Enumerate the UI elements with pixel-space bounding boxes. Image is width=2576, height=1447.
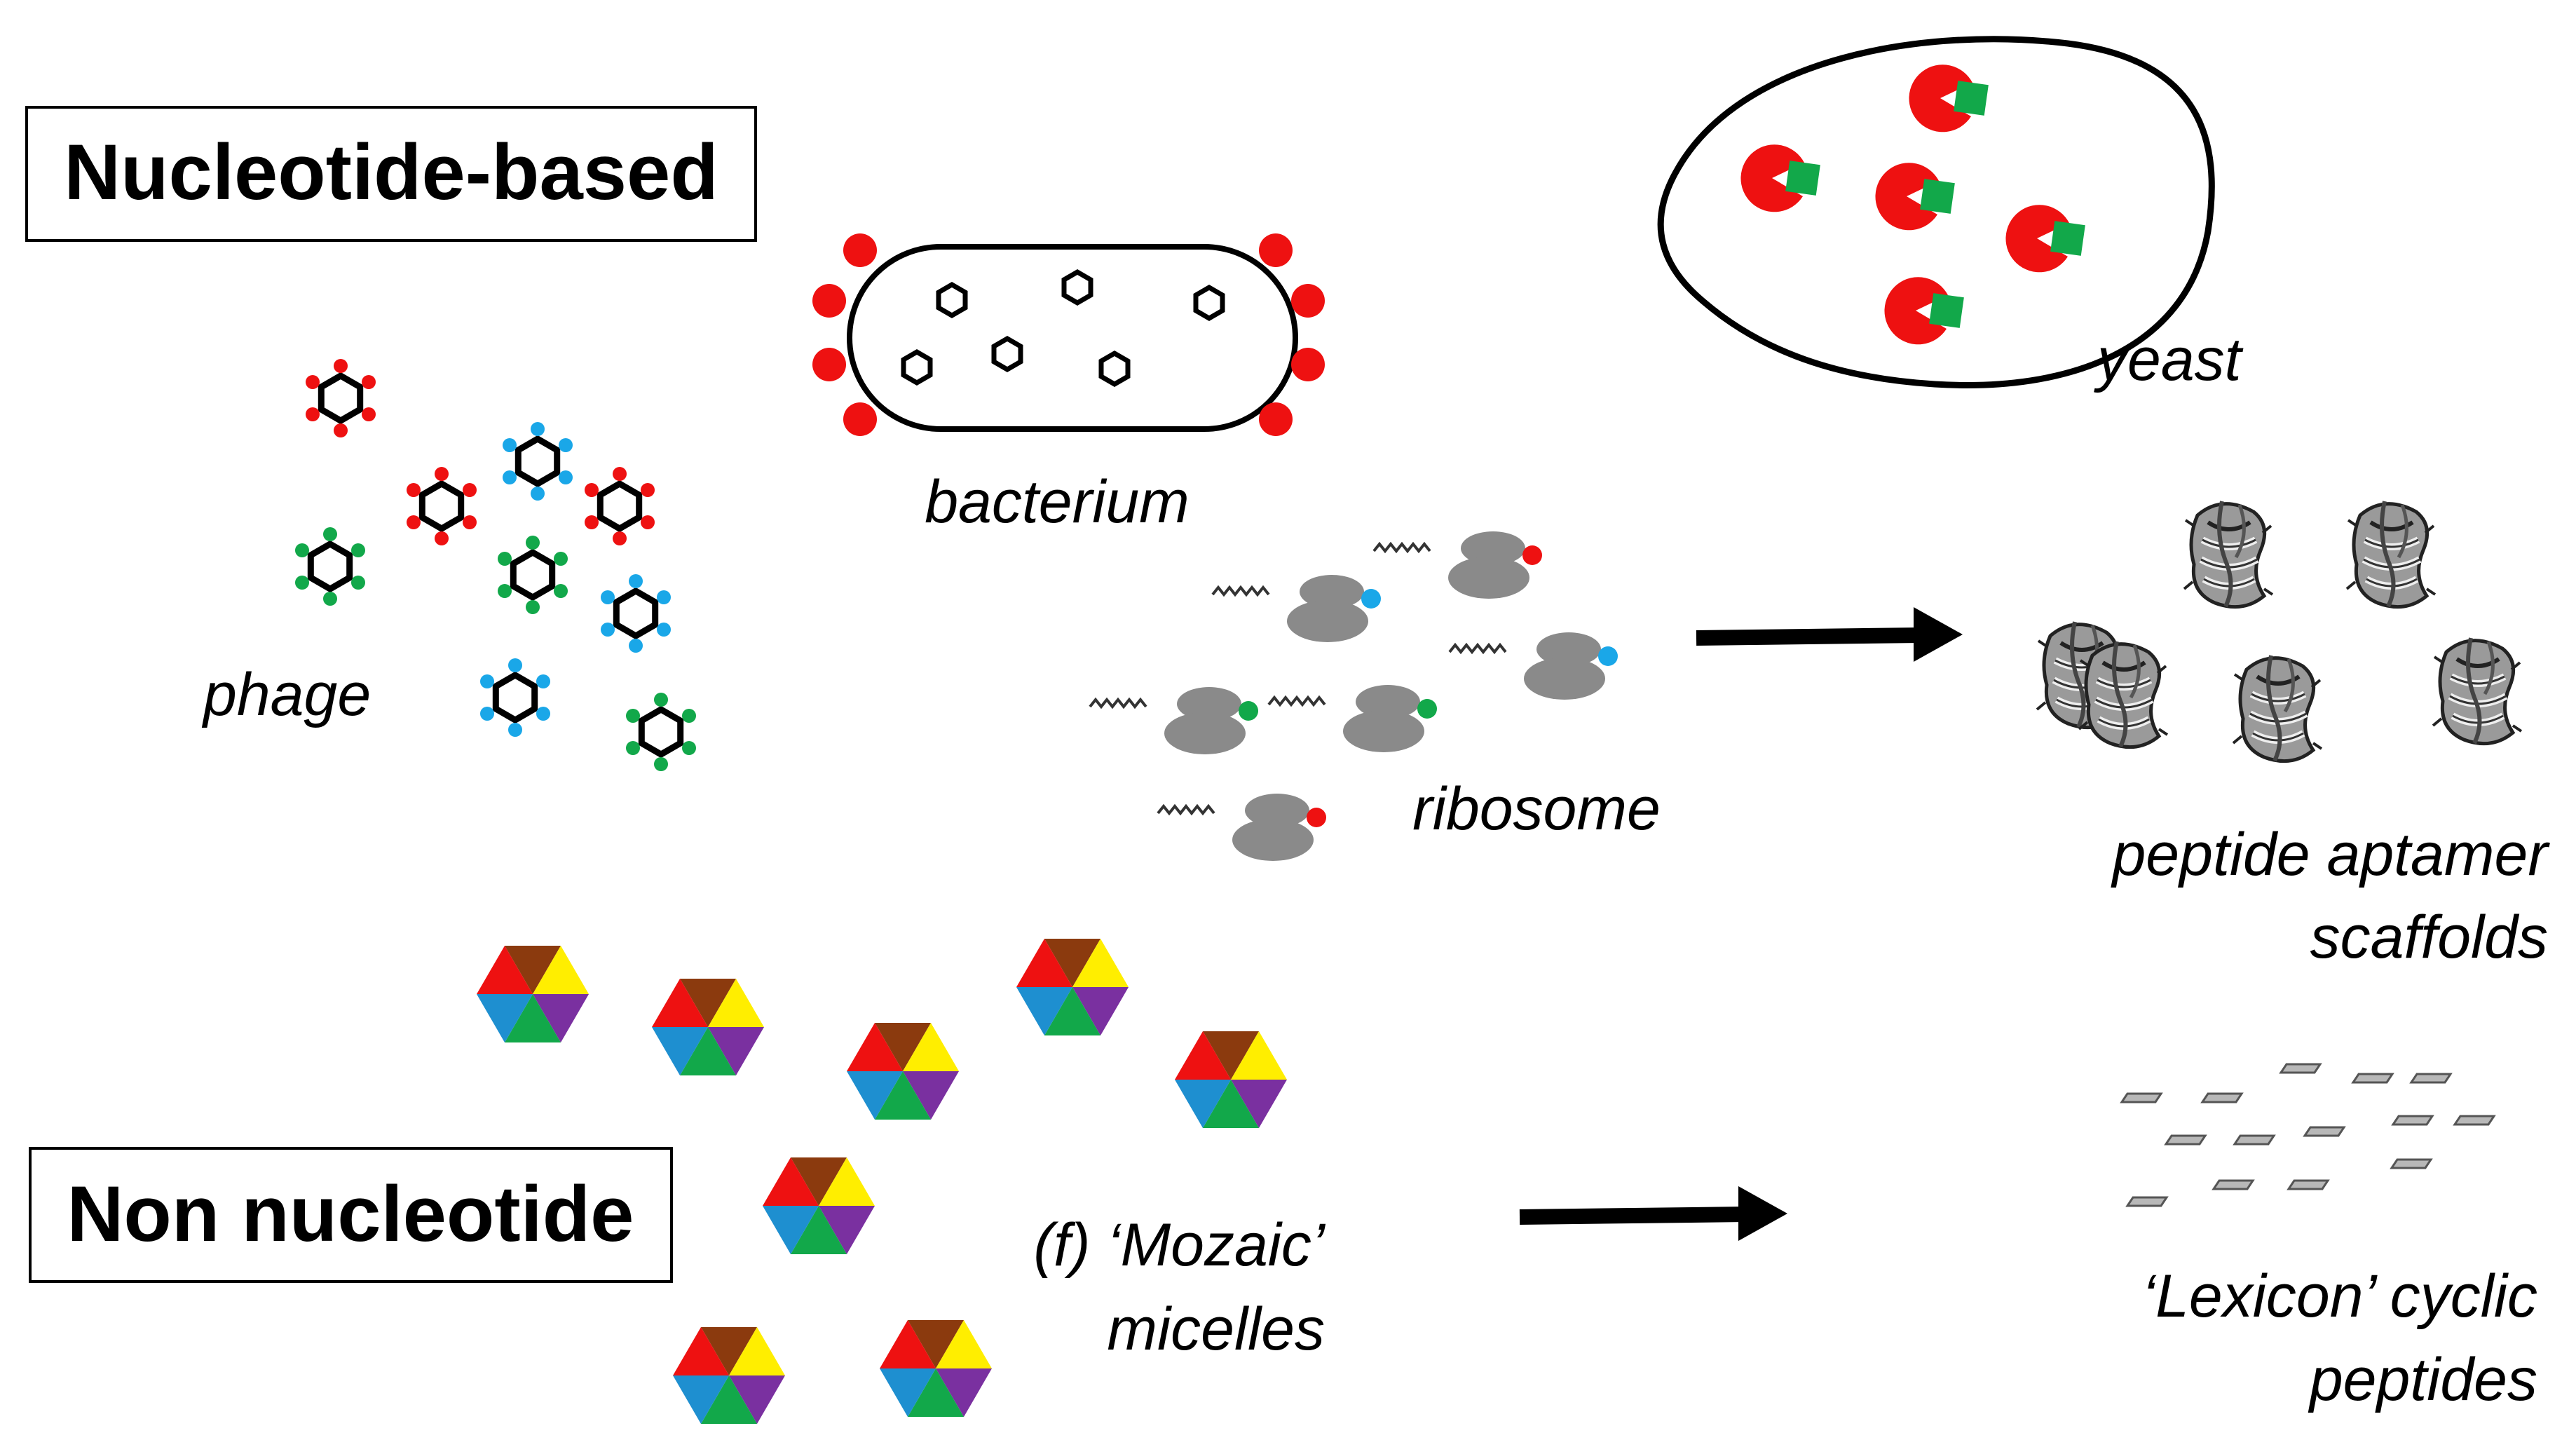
mosaic-micelle	[652, 979, 764, 1075]
cyclic-peptide	[2303, 1126, 2345, 1137]
phage-particle	[295, 527, 365, 606]
cyclic-peptide	[2201, 1092, 2243, 1103]
mozaic-label-line1: (f) ‘Mozaic’	[1033, 1211, 1326, 1279]
mosaic-micelle	[880, 1320, 992, 1417]
scaffold-molecule	[2233, 655, 2322, 761]
cyclic-peptide	[2392, 1115, 2434, 1126]
peptide-label-line1: peptide aptamer	[2110, 821, 2550, 888]
mosaic-micelle	[477, 946, 589, 1042]
ribosome-complex	[1211, 573, 1381, 644]
mosaic-micelle	[673, 1327, 785, 1424]
nucleotide-based-label: Nucleotide-based	[64, 128, 718, 216]
non-nucleotide-box: Non nucleotide	[29, 1147, 673, 1283]
mosaic-micelle	[1175, 1031, 1287, 1128]
arrow-icon	[1519, 1186, 1787, 1241]
lexicon-label-line2: peptides	[2308, 1346, 2537, 1413]
phage-label: phage	[201, 661, 371, 728]
ribosome-complex	[1157, 792, 1326, 862]
cyclic-peptide	[2212, 1179, 2254, 1190]
arrow-icon	[1696, 607, 1963, 662]
cyclic-peptide	[2120, 1092, 2162, 1103]
phage-particle	[503, 422, 573, 501]
cyclic-peptide	[2233, 1134, 2275, 1146]
bacterium-surface-dots	[812, 233, 1325, 436]
cyclic-peptide	[2287, 1179, 2329, 1190]
bacterium-label: bacterium	[925, 468, 1190, 536]
phage-particle	[601, 574, 671, 653]
nucleotide-based-box: Nucleotide-based	[25, 106, 757, 242]
cyclic-peptide	[2126, 1196, 2168, 1207]
ribosome-complex	[1372, 530, 1542, 600]
ribosome-complex	[1089, 686, 1258, 756]
bacterium-icon	[812, 233, 1325, 436]
cyclic-peptide	[2279, 1063, 2322, 1074]
phage-particle	[306, 359, 376, 437]
phage-particle	[480, 658, 550, 737]
mosaic-micelle	[763, 1157, 875, 1254]
phage-particle	[626, 693, 696, 771]
cyclic-peptide	[2390, 1158, 2432, 1169]
cyclic-peptide	[2453, 1115, 2495, 1126]
ribosome-complex	[1448, 631, 1618, 701]
yeast-label: yeast	[2094, 326, 2244, 393]
non-nucleotide-label: Non nucleotide	[67, 1170, 634, 1258]
phage-particle	[498, 536, 568, 614]
scaffold-molecule	[2184, 501, 2272, 607]
peptide-label-line2: scaffolds	[2310, 904, 2548, 971]
phage-particle	[585, 467, 655, 545]
scaffold-molecule	[2433, 638, 2521, 744]
lexicon-label-line1: ‘Lexicon’ cyclic	[2142, 1263, 2537, 1330]
ribosome-label: ribosome	[1412, 775, 1661, 843]
cyclic-peptide	[2352, 1073, 2394, 1084]
cyclic-peptide-icon	[2120, 1063, 2495, 1207]
mozaic-label-line2: micelles	[1107, 1296, 1325, 1363]
mosaic-micelle	[1016, 939, 1129, 1035]
cyclic-peptide	[2410, 1073, 2452, 1084]
mosaic-micelle	[847, 1023, 959, 1120]
phage-particle	[407, 467, 477, 545]
peptide-scaffold-icon	[2037, 501, 2521, 761]
scaffold-molecule	[2079, 641, 2167, 747]
cyclic-peptide	[2165, 1134, 2207, 1146]
ribosome-icon	[1089, 530, 1618, 862]
ribosome-complex	[1267, 684, 1437, 754]
yeast-cell-icon	[1657, 36, 2215, 388]
scaffold-molecule	[2347, 501, 2435, 607]
